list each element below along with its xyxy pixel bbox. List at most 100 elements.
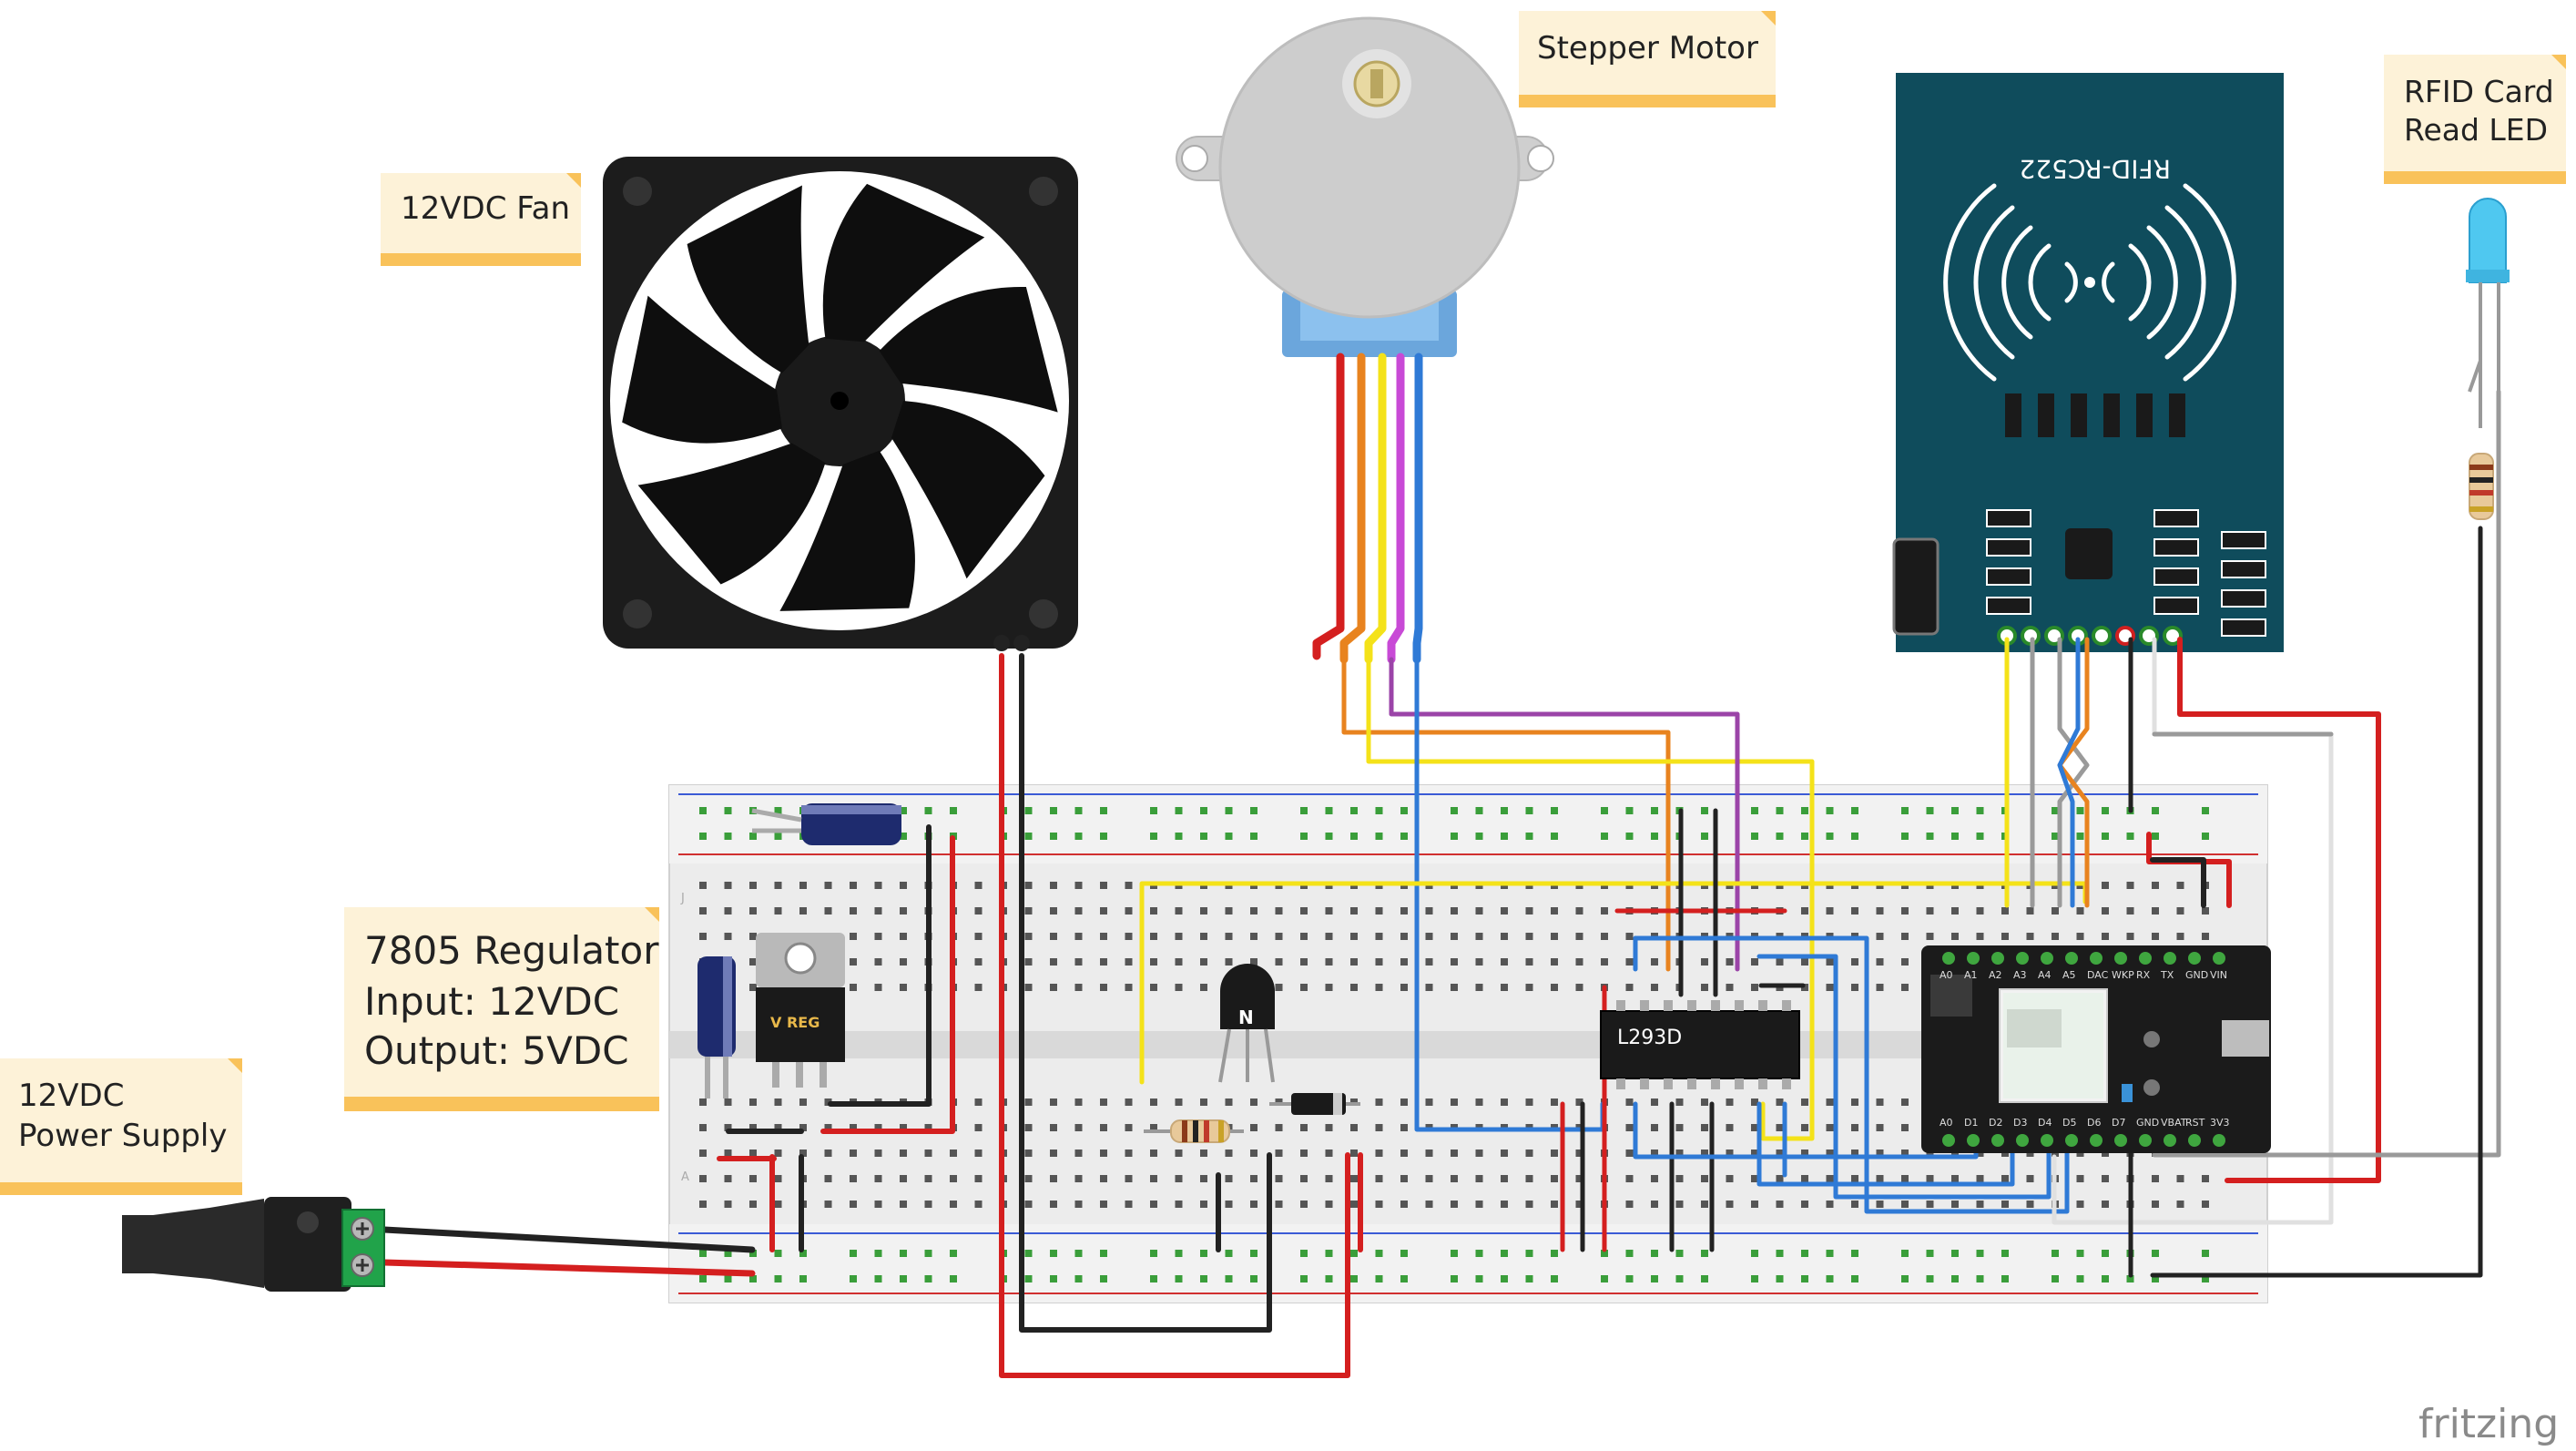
bb-hole	[2202, 1175, 2209, 1182]
bb-hole	[1625, 1150, 1634, 1157]
bb-hole	[2126, 882, 2134, 889]
bb-hole	[774, 882, 782, 889]
chip-pin	[1664, 1078, 1673, 1089]
photon-pin-label: A2	[1989, 969, 2002, 981]
bb-rail-hole	[699, 1250, 707, 1257]
bb-hole	[1375, 933, 1383, 940]
bb-hole	[1050, 984, 1057, 991]
bb-hole	[1074, 984, 1083, 991]
rfid-smd-part	[2221, 618, 2266, 637]
note-regulator-line1: 7805 Regulator	[364, 928, 659, 973]
rfid-smd-part	[2103, 393, 2120, 437]
bb-hole	[1100, 1098, 1107, 1106]
bb-hole	[974, 1175, 983, 1182]
bb-hole	[1074, 933, 1083, 940]
bb-hole	[1074, 882, 1083, 889]
bb-hole	[1501, 984, 1508, 991]
bb-hole	[1275, 984, 1283, 991]
photon-pin-label: A4	[2038, 969, 2052, 981]
bb-hole	[1501, 1098, 1508, 1106]
photon-pin-label: VIN	[2210, 969, 2227, 981]
bb-hole	[1300, 984, 1308, 991]
bb-hole	[774, 907, 782, 915]
bb-rail-hole	[1400, 833, 1408, 840]
bb-hole	[2176, 882, 2184, 889]
bb-hole	[974, 907, 983, 915]
bb-hole	[1726, 1150, 1734, 1157]
photon-pin-label: RX	[2136, 969, 2151, 981]
transistor-label: N	[1238, 1007, 1254, 1028]
bb-rail-hole	[1625, 1250, 1634, 1257]
note-regulator-line2: Input: 12VDC	[364, 979, 619, 1024]
bb-hole	[900, 984, 907, 991]
bb-hole	[774, 1124, 782, 1131]
bb-hole	[1074, 1175, 1083, 1182]
bb-rail-hole	[1525, 1275, 1533, 1282]
bb-hole	[874, 1124, 882, 1131]
bb-hole	[774, 1175, 782, 1182]
bb-rail-hole	[1100, 807, 1107, 814]
bb-hole	[1175, 907, 1183, 915]
bb-rail-hole	[1325, 833, 1333, 840]
bb-hole	[799, 882, 807, 889]
bb-rail-hole	[1475, 1250, 1483, 1257]
bb-hole	[1200, 1098, 1207, 1106]
bb-hole	[1024, 882, 1033, 889]
photon-pin-label: A0	[1940, 1117, 1953, 1129]
bb-hole	[1150, 1150, 1157, 1157]
bb-hole	[749, 907, 757, 915]
bb-hole	[1074, 1150, 1083, 1157]
bb-hole	[974, 1150, 983, 1157]
bb-rail-hole	[1701, 833, 1708, 840]
bb-hole	[1175, 1175, 1183, 1182]
bb-hole	[2052, 907, 2059, 915]
bb-rail-hole	[1776, 1275, 1784, 1282]
bb-rail-hole	[1951, 1250, 1959, 1257]
l293d-label: L293D	[1617, 1027, 1682, 1049]
bb-hole	[1125, 882, 1133, 889]
bb-rail-hole	[950, 1250, 957, 1257]
npn-transistor: N	[1218, 964, 1275, 1083]
bb-hole	[850, 882, 857, 889]
bb-hole	[1501, 1150, 1508, 1157]
bb-hole	[1701, 1150, 1708, 1157]
bb-hole	[1475, 1175, 1483, 1182]
bb-hole	[1400, 933, 1408, 940]
bb-rail-hole	[1851, 1275, 1858, 1282]
bb-hole	[749, 984, 757, 991]
bb-rail-hole	[1826, 1275, 1834, 1282]
bb-hole	[1451, 1201, 1458, 1208]
bb-rail-hole	[1375, 1275, 1383, 1282]
bb-hole	[900, 1124, 907, 1131]
bb-hole	[1325, 907, 1333, 915]
bb-hole	[1551, 1150, 1558, 1157]
bb-rail-hole	[1776, 833, 1784, 840]
bb-hole	[1926, 933, 1934, 940]
photon-pin-label: A5	[2062, 969, 2076, 981]
bb-hole	[824, 1124, 832, 1131]
bb-hole	[1575, 1098, 1583, 1106]
photon-pin-label: TX	[2160, 969, 2174, 981]
bb-rail-hole	[2152, 1275, 2159, 1282]
bb-hole	[1826, 984, 1834, 991]
bb-hole	[1501, 1175, 1508, 1182]
photon-pin	[2016, 1134, 2029, 1147]
bb-hole	[2202, 907, 2209, 915]
bb-hole	[1776, 1124, 1784, 1131]
bb-rail-hole	[2076, 833, 2084, 840]
bb-hole	[1425, 1098, 1433, 1106]
bb-hole	[1150, 1175, 1157, 1182]
bb-hole	[1074, 907, 1083, 915]
bb-hole	[1250, 1201, 1257, 1208]
bb-hole	[1801, 958, 1808, 966]
bb-hole	[1751, 958, 1758, 966]
rfid-smd-part	[2153, 538, 2199, 557]
bb-hole	[2102, 1201, 2109, 1208]
bb-rail-hole	[1150, 1275, 1157, 1282]
bb-hole	[1851, 907, 1858, 915]
bb-rail-hole	[1625, 807, 1634, 814]
bb-hole	[1275, 907, 1283, 915]
bb-hole	[1501, 933, 1508, 940]
bb-hole	[2076, 1175, 2084, 1182]
bb-hole	[1400, 1124, 1408, 1131]
